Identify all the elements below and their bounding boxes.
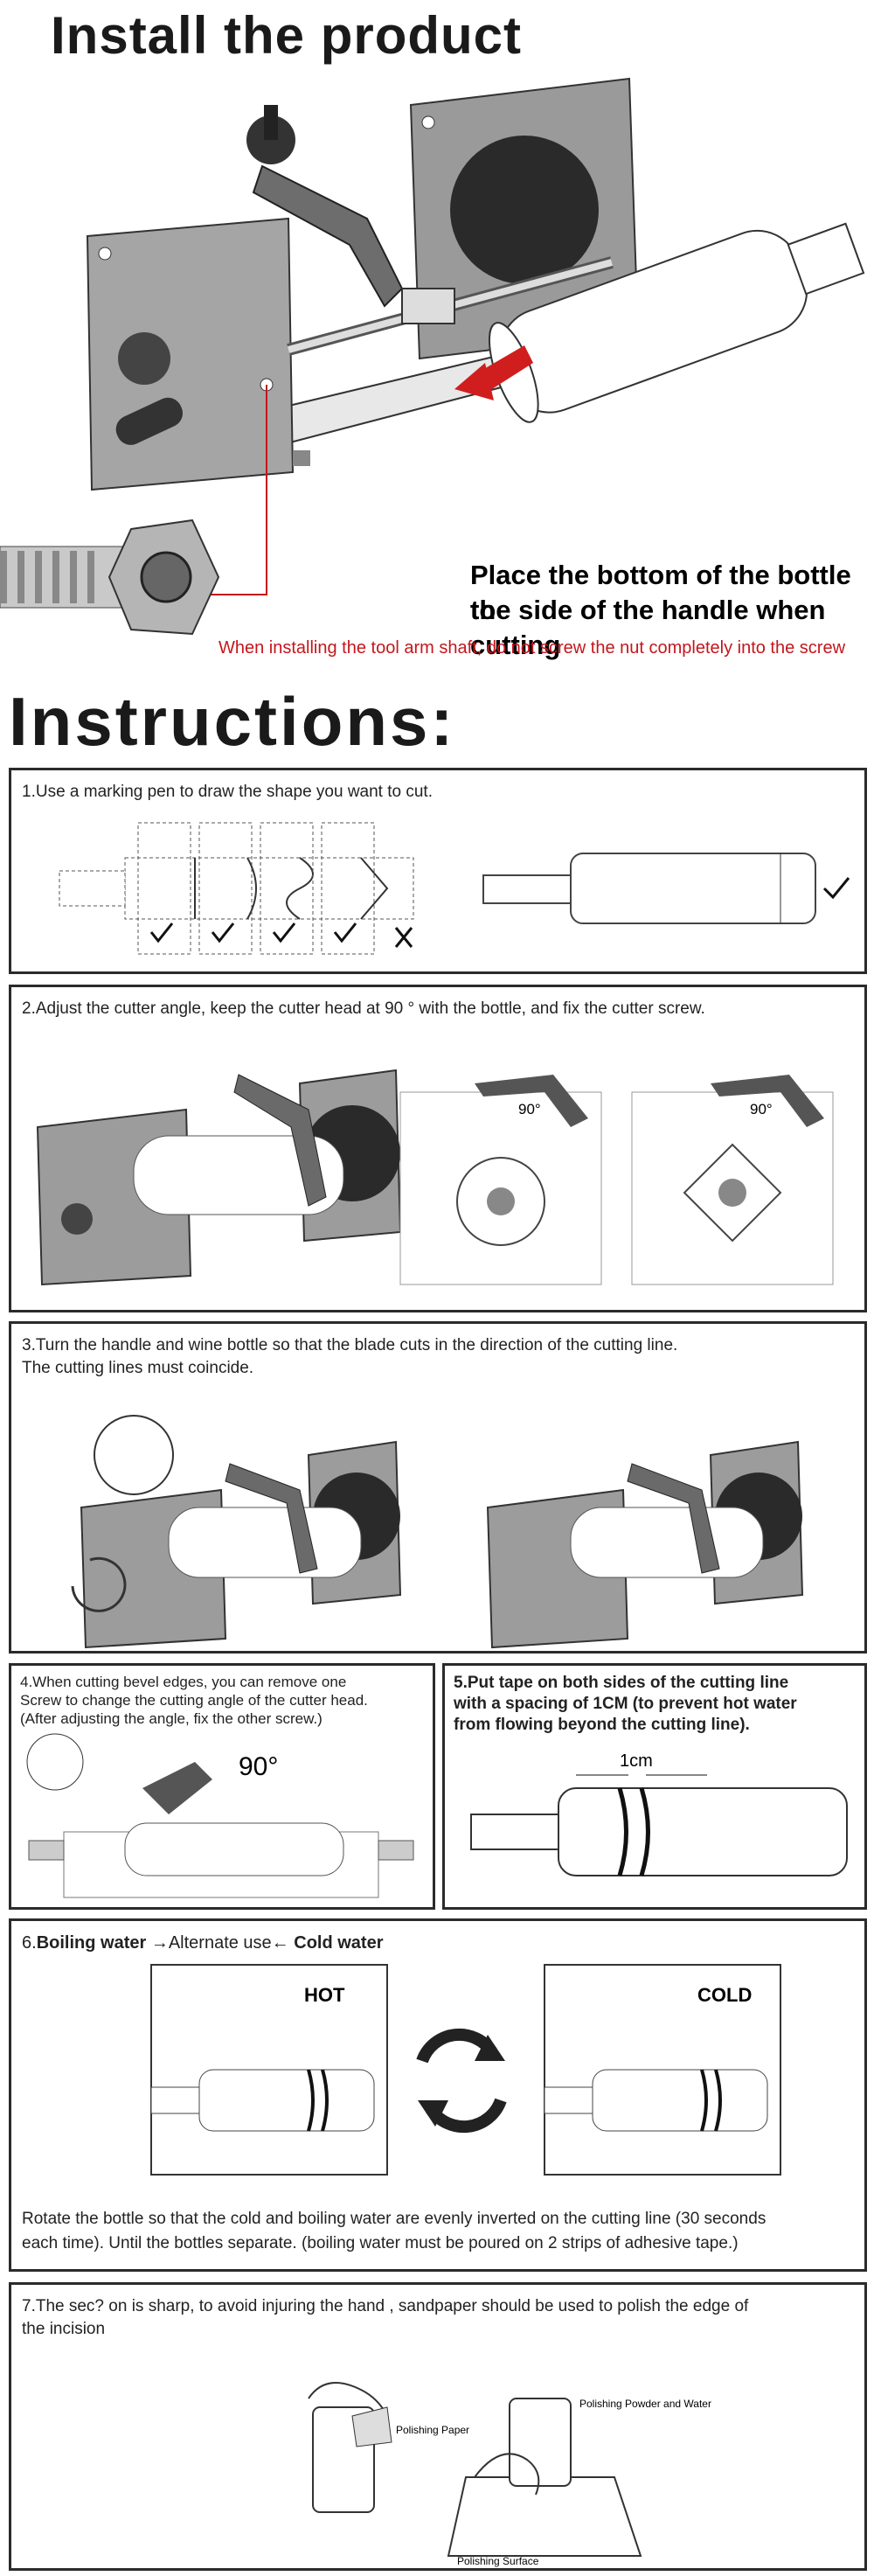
step-6-hot-label: Boiling water (36, 1933, 147, 1953)
install-caption-line1: Place the bottom of the bottle to (470, 560, 851, 625)
step-2-panel: 2.Adjust the cutter angle, keep the cutt… (9, 985, 867, 1312)
step-5-illustration: 1cm (470, 1751, 848, 1876)
step-2-angle-b: 90° (750, 1101, 773, 1117)
step-7-text-line2: the incision (22, 2320, 106, 2338)
step-3-text-line2: The cutting lines must coincide. (22, 1359, 254, 1377)
step-4-panel: 4.When cutting bevel edges, you can remo… (9, 1663, 435, 1910)
step-5-text-line2: with a spacing of 1CM (to prevent hot wa… (454, 1695, 797, 1713)
step-6-hot-card: HOT (304, 1984, 345, 2006)
step-6-text-line2: each time). Until the bottles separate. … (22, 2234, 739, 2252)
step-3-text-line1: 3.Turn the handle and wine bottle so tha… (22, 1336, 678, 1354)
step-5-panel: 5.Put tape on both sides of the cutting … (442, 1663, 867, 1910)
step-4-angle: 90° (239, 1752, 278, 1781)
step-4-text-line3: (After adjusting the angle, fix the othe… (20, 1710, 323, 1727)
step-1-text: 1.Use a marking pen to draw the shape yo… (22, 783, 433, 801)
step-7-label-paper: Polishing Paper (396, 2424, 469, 2436)
step-2-angle-a: 90° (518, 1101, 541, 1117)
step-7-text-line1: 7.The sec? on is sharp, to avoid injurin… (22, 2297, 749, 2315)
step-6-prefix: 6. (22, 1933, 37, 1953)
step-6-header: 6.Boiling water →Alternate use← Cold wat… (22, 1932, 384, 1954)
step-7-label-powder: Polishing Powder and Water (579, 2398, 711, 2410)
step-2-illustration: 90° 90° (36, 1069, 834, 1286)
step-6-illustration: HOT COLD (150, 1964, 781, 2176)
step-4-text-line1: 4.When cutting bevel edges, you can remo… (20, 1674, 347, 1690)
install-warning: When installing the tool arm shaft, do n… (218, 638, 846, 658)
install-title: Install the product (51, 6, 523, 65)
step-5-spacing: 1cm (620, 1751, 653, 1771)
step-1-panel: 1.Use a marking pen to draw the shape yo… (9, 768, 867, 974)
step-6-text-line1: Rotate the bottle so that the cold and b… (22, 2210, 766, 2228)
step-3-illustration (71, 1415, 804, 1649)
step-6-arrow-mid: →Alternate use← (150, 1933, 289, 1953)
step-7-panel: 7.The sec? on is sharp, to avoid injurin… (9, 2282, 867, 2571)
step-5-text-line1: 5.Put tape on both sides of the cutting … (454, 1674, 789, 1692)
step-4-text-line2: Screw to change the cutting angle of the… (20, 1692, 368, 1709)
step-3-panel: 3.Turn the handle and wine bottle so tha… (9, 1321, 867, 1654)
step-2-text: 2.Adjust the cutter angle, keep the cutt… (22, 999, 705, 1018)
step-7-label-surface: Polishing Surface (457, 2555, 539, 2567)
step-1-illustration (59, 822, 850, 955)
step-6-panel: 6.Boiling water →Alternate use← Cold wat… (9, 1918, 867, 2272)
install-caption-line2: the side of the handle when cutting (470, 595, 826, 660)
cutter-machine-illustration (0, 77, 865, 636)
step-6-cold-label: Cold water (294, 1933, 384, 1953)
step-5-text-line3: from flowing beyond the cutting line). (454, 1716, 750, 1734)
step-6-cold-card: COLD (697, 1984, 752, 2006)
step-7-illustration: Polishing Paper Polishing Powder and Wat… (308, 2382, 711, 2567)
instructions-title: Instructions: (9, 683, 456, 760)
step-4-illustration: 90° (26, 1733, 414, 1898)
